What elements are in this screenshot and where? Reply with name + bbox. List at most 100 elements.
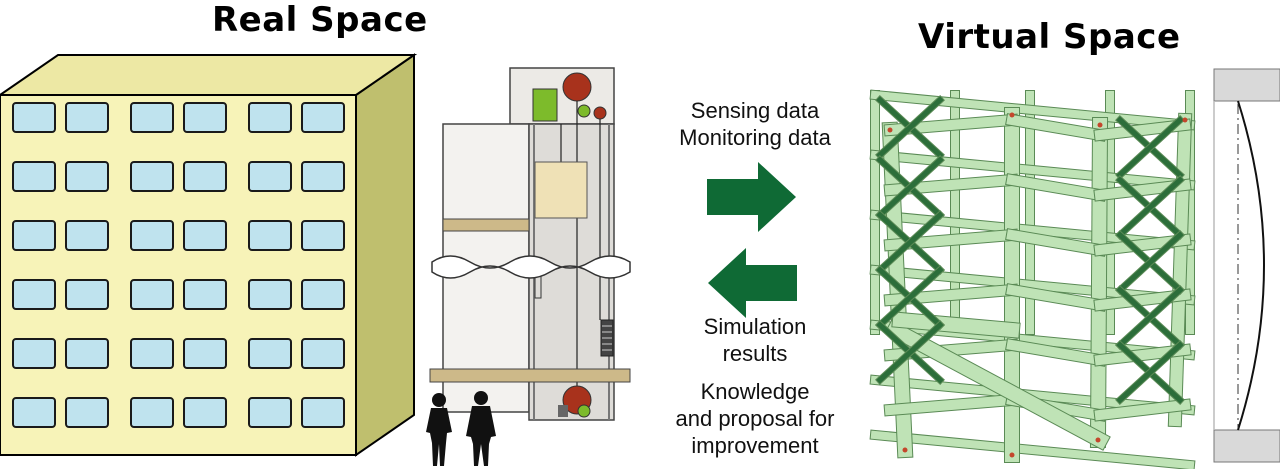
- floor-slab-upper: [442, 218, 530, 232]
- frame-joint: [1009, 452, 1015, 458]
- building-window: [65, 397, 109, 428]
- frame-member: [876, 321, 944, 384]
- frame-member: [885, 320, 1110, 450]
- building-window: [248, 161, 292, 192]
- building-window: [130, 279, 174, 310]
- frame-member: [1116, 286, 1184, 349]
- building-window: [248, 220, 292, 251]
- building-windows: [12, 102, 345, 428]
- arrow-right-icon: [707, 162, 796, 232]
- building-window: [183, 161, 227, 192]
- building-window: [12, 279, 56, 310]
- building-window: [183, 102, 227, 133]
- cut-line: [431, 255, 631, 279]
- building-window: [248, 102, 292, 133]
- building-window: [130, 102, 174, 133]
- elevator-car: [534, 161, 588, 219]
- building-window: [12, 161, 56, 192]
- frame-member: [1006, 174, 1106, 201]
- frame-member: [1006, 284, 1106, 311]
- building-window: [301, 338, 345, 369]
- building-window: [12, 397, 56, 428]
- frame-member: [884, 394, 1018, 416]
- knowledge-proposal-label: Knowledge and proposal for improvement: [640, 378, 870, 459]
- frame-member: [1090, 117, 1108, 448]
- frame-member: [1006, 114, 1106, 141]
- building-window: [301, 397, 345, 428]
- improvement-text: improvement: [691, 433, 819, 458]
- building-window: [248, 397, 292, 428]
- frame-member: [1116, 176, 1184, 239]
- knowledge-text: Knowledge: [700, 379, 810, 404]
- sensing-monitoring-label: Sensing data Monitoring data: [640, 97, 870, 151]
- building-window: [248, 338, 292, 369]
- frame-member: [1006, 339, 1106, 366]
- building-window: [12, 220, 56, 251]
- frame-member: [876, 156, 944, 219]
- frame-member: [1116, 116, 1184, 179]
- frame-joint: [1009, 112, 1015, 118]
- frame-joint: [902, 447, 908, 453]
- simulation-results-label: Simulation results: [660, 313, 850, 367]
- building-window: [130, 338, 174, 369]
- frame-member: [1116, 231, 1184, 294]
- arrow-left-icon: [708, 248, 797, 318]
- building-window: [65, 102, 109, 133]
- building-window: [12, 338, 56, 369]
- results-text: results: [722, 341, 788, 366]
- building-window: [65, 220, 109, 251]
- virtual-space-title: Virtual Space: [918, 17, 1181, 57]
- simulation-text: Simulation: [703, 314, 807, 339]
- frame-member: [1168, 113, 1192, 427]
- frame-joint: [887, 127, 893, 133]
- building-window: [183, 338, 227, 369]
- building-window: [65, 338, 109, 369]
- monitoring-data-text: Monitoring data: [679, 125, 831, 150]
- frame-member: [892, 312, 1020, 338]
- upper-slab: [1213, 68, 1280, 102]
- building-window: [301, 161, 345, 192]
- building-window: [65, 161, 109, 192]
- frame-member: [876, 211, 944, 274]
- proposal-text: and proposal for: [675, 406, 835, 431]
- frame-member: [876, 266, 944, 329]
- real-space-title: Real Space: [212, 0, 428, 40]
- frame-joint: [1182, 117, 1188, 123]
- governor-pulley: [577, 104, 591, 118]
- frame-member: [870, 430, 1195, 469]
- frame-member: [1006, 229, 1106, 256]
- building-window: [183, 220, 227, 251]
- frame-member: [876, 96, 944, 159]
- tension-pulley: [577, 404, 591, 418]
- deflected-column-line: [1237, 100, 1265, 431]
- building-window: [301, 102, 345, 133]
- frame-member: [1116, 341, 1184, 404]
- frame-member: [870, 90, 1195, 130]
- building-front-face: [0, 94, 357, 456]
- building-window: [301, 279, 345, 310]
- building-window: [183, 397, 227, 428]
- lower-slab: [1213, 429, 1280, 463]
- frame-joint: [1095, 437, 1101, 443]
- sensing-data-text: Sensing data: [690, 98, 820, 123]
- building-window: [301, 220, 345, 251]
- frame-member: [870, 150, 1195, 190]
- building-window: [12, 102, 56, 133]
- frame-member: [1094, 399, 1191, 421]
- building-window: [130, 220, 174, 251]
- building-window: [130, 397, 174, 428]
- pit-buffer: [558, 405, 568, 417]
- frame-joint: [1097, 122, 1103, 128]
- hoist-motor: [532, 88, 558, 122]
- floor-slab-lower: [429, 368, 631, 383]
- building-window: [248, 279, 292, 310]
- frame-members: [869, 89, 1196, 469]
- building-window: [183, 279, 227, 310]
- building-window: [65, 279, 109, 310]
